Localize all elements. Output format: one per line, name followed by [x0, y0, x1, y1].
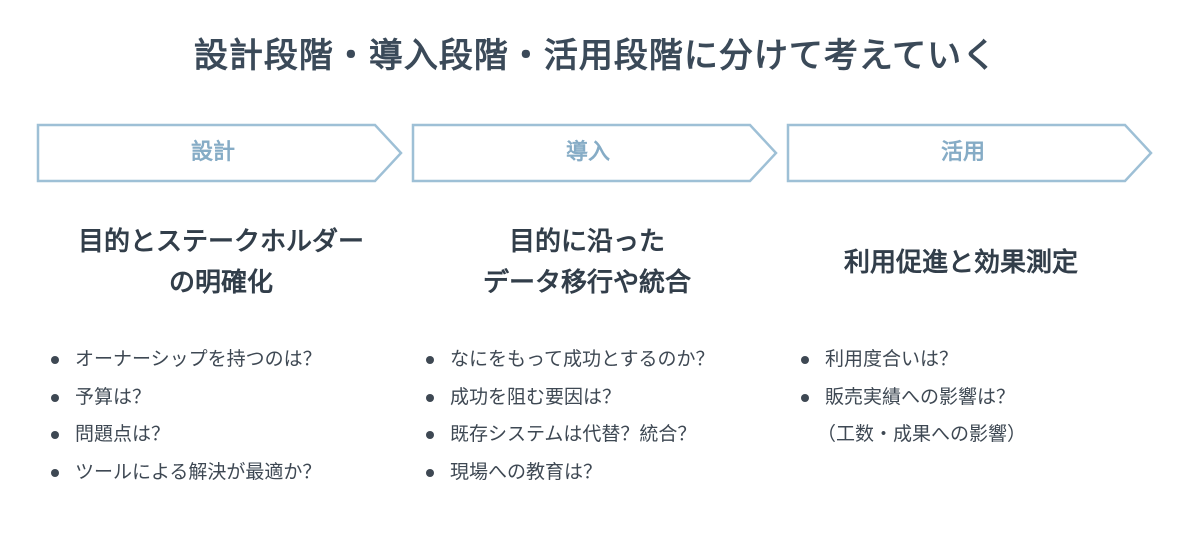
stage-bullets-design: オーナーシップを持つのは？ 予算は？ 問題点は？ ツールによる解決が最適か？ — [49, 341, 322, 491]
list-item: 予算は？ — [49, 379, 322, 417]
list-item: 現場への教育は？ — [424, 454, 714, 492]
bullet-dot-icon — [426, 393, 434, 402]
chevron-arrow-shape — [411, 123, 778, 183]
list-item-continuation: （工数・成果への影響） — [799, 416, 1026, 454]
bullet-dot-icon — [801, 356, 809, 364]
list-item-text: 販売実績への影響は？ — [825, 385, 1016, 408]
list-item-text: 既存システムは代替？統合？ — [450, 423, 697, 445]
bullet-dot-icon — [51, 393, 59, 402]
stage-heading-introduction: 目的に沿った データ移行や統合 — [401, 218, 773, 308]
list-item: ツールによる解決が最適か？ — [49, 454, 322, 492]
list-item-text: （工数・成果への影響） — [817, 423, 1027, 445]
bullet-dot-icon — [51, 431, 59, 439]
stage-arrow-utilization: 活用 — [786, 123, 1159, 183]
stage-heading-line: 利用促進と効果測定 — [843, 247, 1078, 278]
stage-heading-line: の明確化 — [168, 268, 273, 298]
list-item: 既存システムは代替？統合？ — [424, 416, 714, 454]
stage-heading-line: 目的に沿った — [508, 227, 665, 257]
stage-label-utilization: 活用 — [940, 140, 985, 165]
list-item-text: 予算は？ — [75, 385, 152, 408]
stage-heading-utilization: 利用促進と効果測定 — [775, 218, 1147, 308]
stage-heading-line: 目的とステークホルダー — [77, 227, 364, 257]
list-item-text: 利用度合いは？ — [825, 348, 959, 370]
chevron-arrow-shape — [786, 123, 1153, 183]
list-item: 成功を阻む要因は？ — [424, 379, 714, 417]
list-item-text: 成功を阻む要因は？ — [450, 385, 622, 408]
list-item-text: 現場への教育は？ — [450, 460, 603, 483]
list-item-text: なにをもって成功とするのか？ — [450, 348, 715, 370]
list-item-text: 問題点は？ — [75, 423, 171, 445]
bullet-dot-icon — [51, 356, 59, 364]
chevron-arrow-shape — [36, 123, 403, 183]
list-item: オーナーシップを持つのは？ — [49, 341, 322, 379]
bullet-dot-icon — [426, 468, 434, 477]
list-item: 問題点は？ — [49, 416, 322, 454]
stage-heading-design: 目的とステークホルダー の明確化 — [35, 218, 407, 308]
bullet-dot-icon — [426, 431, 434, 439]
bullet-dot-icon — [426, 356, 434, 364]
stage-arrow-design: 設計 — [36, 123, 409, 183]
bullet-dot-icon — [801, 393, 809, 402]
stage-label-introduction: 導入 — [565, 140, 610, 165]
stage-bullets-introduction: なにをもって成功とするのか？ 成功を阻む要因は？ 既存システムは代替？統合？ 現… — [424, 341, 714, 491]
list-item: 利用度合いは？ — [799, 341, 1026, 379]
page-title: 設計段階・導入段階・活用段階に分けて考えていく — [193, 36, 998, 76]
list-item-text: ツールによる解決が最適か？ — [75, 460, 322, 483]
list-item: なにをもって成功とするのか？ — [424, 341, 714, 379]
stage-heading-line: データ移行や統合 — [482, 268, 691, 298]
list-item-text: オーナーシップを持つのは？ — [75, 348, 322, 370]
bullet-dot-icon — [51, 468, 59, 477]
stage-bullets-utilization: 利用度合いは？ 販売実績への影響は？ （工数・成果への影響） — [799, 341, 1026, 454]
list-item: 販売実績への影響は？ — [799, 379, 1026, 417]
stage-label-design: 設計 — [190, 140, 235, 165]
stage-arrow-introduction: 導入 — [411, 123, 784, 183]
